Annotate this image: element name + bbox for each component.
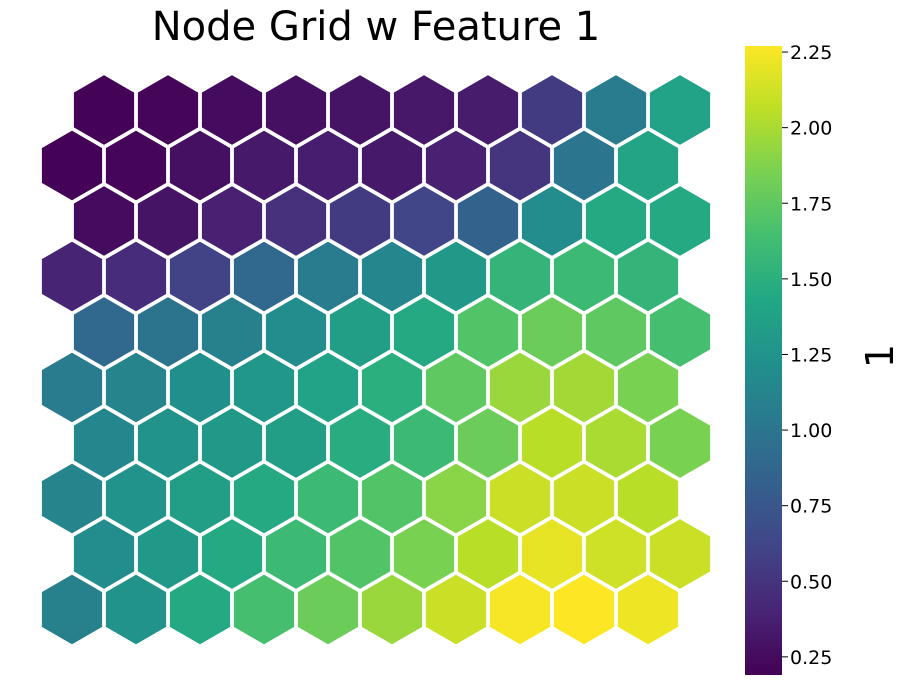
colorbar: 0.25 0.50 0.75 1.00 1.25 1.50 1.75 2.00 2.25 1 [745,42,902,675]
colorbar-tick-label: 1.50 [790,269,832,291]
colorbar-tick-label: 0.50 [790,571,832,593]
colorbar-tick-label: 2.25 [790,42,832,64]
chart-title: Node Grid w Feature 1 [152,4,601,50]
colorbar-ticks: 0.25 0.50 0.75 1.00 1.25 1.50 1.75 2.00 2.25 [782,42,832,669]
colorbar-label: 1 [858,344,902,368]
colorbar-tick-label: 1.00 [790,420,832,442]
colorbar-tick-label: 0.75 [790,496,832,518]
colorbar-gradient [745,46,782,675]
colorbar-tick-label: 0.25 [790,647,832,669]
colorbar-tick-label: 1.25 [790,344,832,366]
hex-cells [38,71,714,648]
colorbar-tick-label: 1.75 [790,193,832,215]
colorbar-tick-label: 2.00 [790,118,832,140]
hex-cell [614,571,682,648]
